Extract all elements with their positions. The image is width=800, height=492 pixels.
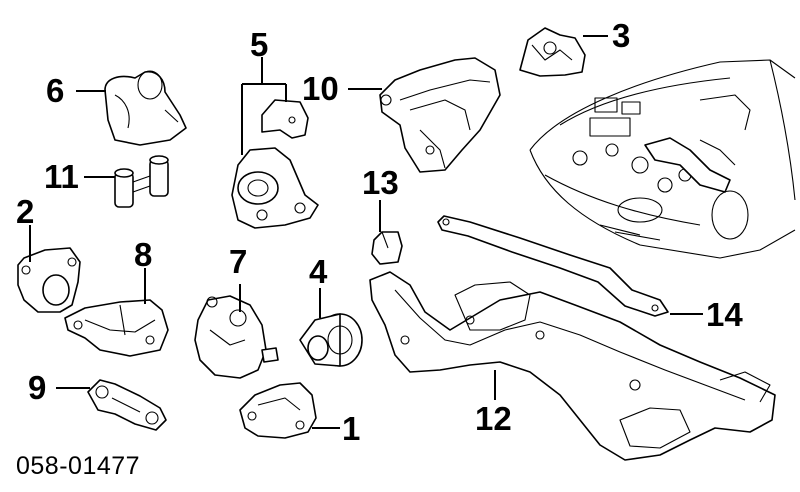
part-13-stopper: [371, 200, 403, 265]
callout-label-4: 4: [309, 253, 328, 290]
callout-label-10: 10: [302, 70, 339, 107]
part-10-mount-bracket: [348, 57, 501, 173]
callout-label-9: 9: [28, 369, 47, 406]
part-12-subframe: [369, 271, 776, 461]
callout-label-8: 8: [134, 236, 153, 273]
part-3-mount-bracket: [519, 27, 608, 77]
part-11-bushings: [84, 155, 169, 208]
part-8-bracket: [64, 268, 169, 357]
callout-label-12: 12: [475, 400, 512, 437]
callout-label-3: 3: [612, 17, 631, 54]
callout-label-1: 1: [342, 410, 361, 447]
part-1-mount: [239, 382, 340, 439]
callout-label-14: 14: [706, 296, 743, 333]
part-9-torque-rod: [56, 379, 167, 431]
part-6-mount: [76, 70, 187, 146]
callout-label-7: 7: [229, 243, 248, 280]
callout-label-5: 5: [250, 26, 269, 63]
part-5-mount-assembly: [231, 57, 319, 229]
callout-label-2: 2: [16, 193, 35, 230]
callout-label-11: 11: [44, 158, 79, 195]
part-7-mount: [194, 284, 279, 379]
callout-label-13: 13: [362, 164, 399, 201]
part-14-rod: [437, 215, 703, 317]
part-2-mount: [17, 225, 81, 313]
part-4-bushing: [299, 288, 363, 367]
catalog-number: 058-01477: [16, 452, 141, 480]
callout-label-6: 6: [46, 72, 65, 109]
vehicle-engine-bay-illustration: [529, 59, 796, 259]
